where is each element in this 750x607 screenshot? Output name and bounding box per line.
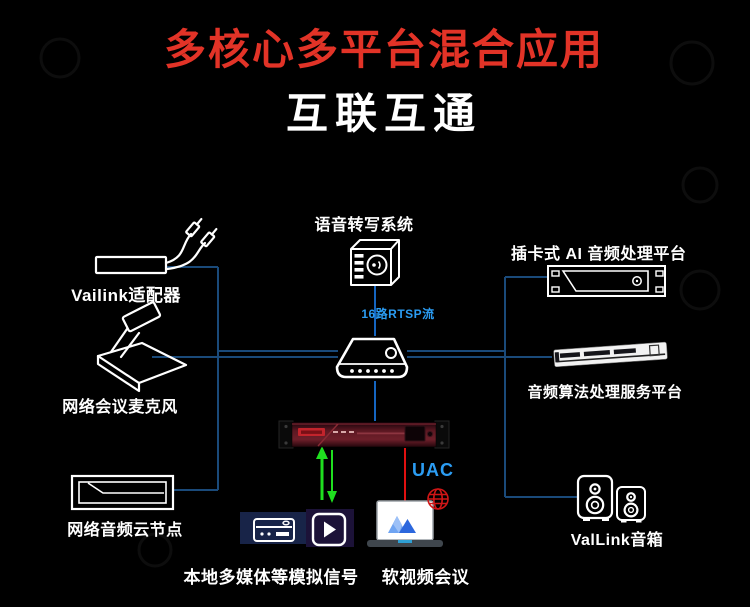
label-rtsp-stream: 16路RTSP流 — [361, 307, 435, 321]
title-line2: 互联互通 — [285, 90, 482, 137]
loudspeaker-pair-icon — [576, 474, 646, 523]
label-network-conference-mic: 网络会议麦克风 — [62, 399, 178, 416]
media-player-icon — [253, 518, 295, 542]
label-soft-video-conference: 软视频会议 — [381, 568, 470, 587]
router-hub-icon — [335, 337, 409, 379]
bidirectional-green-arrows-icon — [316, 446, 337, 503]
local-media-panel — [240, 509, 354, 547]
label-vailink-adapter: Vailink适配器 — [71, 286, 181, 305]
1u-server-icon — [553, 341, 668, 368]
rack-unit-icon — [70, 474, 175, 511]
label-local-multimedia-signals: 本地多媒体等模拟信号 — [183, 568, 359, 587]
title-line1: 多核心多平台混合应用 — [163, 26, 604, 73]
label-audio-algorithm-server: 音频算法处理服务平台 — [527, 384, 683, 401]
connector-lines — [152, 266, 578, 498]
label-uac: UAC — [412, 460, 454, 480]
audio-adapter-cables-icon — [94, 217, 218, 275]
label-network-audio-cloud-node: 网络音频云节点 — [67, 522, 183, 539]
network-globe-icon — [427, 488, 449, 510]
laptop-meeting-icon — [367, 500, 443, 547]
speaker-server-box-icon — [350, 239, 400, 286]
card-frame-rack-icon — [547, 265, 666, 297]
label-vallink-speakers: ValLink音箱 — [570, 532, 664, 549]
red-rack-processor-image — [278, 420, 450, 449]
gooseneck-microphone-icon — [96, 301, 188, 393]
video-play-icon — [311, 512, 347, 547]
watermark-logo — [39, 37, 721, 568]
label-ai-audio-platform: 插卡式 AI 音频处理平台 — [511, 246, 687, 263]
label-speech-transcription-system: 语音转写系统 — [314, 217, 414, 234]
